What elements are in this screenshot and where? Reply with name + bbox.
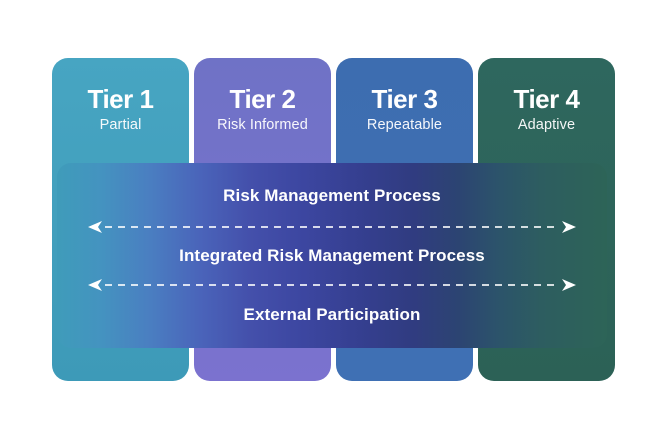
overlay-row-integrated-risk-management-process: Integrated Risk Management Process — [179, 246, 485, 265]
double-arrow-icon — [88, 221, 576, 233]
maturity-overlay-band: Risk Management Process Integrated Risk … — [57, 163, 607, 348]
tier-2-sublabel: Risk Informed — [217, 117, 308, 134]
overlay-row-external-participation: External Participation — [243, 305, 421, 324]
tier-4-sublabel: Adaptive — [517, 117, 576, 134]
tier-4-label: Tier 4 — [513, 84, 580, 114]
tier-2-label: Tier 2 — [229, 84, 296, 114]
tier-3-sublabel: Repeatable — [366, 117, 443, 134]
tier-1-label: Tier 1 — [87, 84, 154, 114]
tier-3-label: Tier 3 — [371, 84, 438, 114]
double-arrow-icon — [88, 279, 576, 291]
tier-1-sublabel: Partial — [99, 117, 142, 134]
overlay-row-risk-management-process: Risk Management Process — [223, 186, 441, 205]
